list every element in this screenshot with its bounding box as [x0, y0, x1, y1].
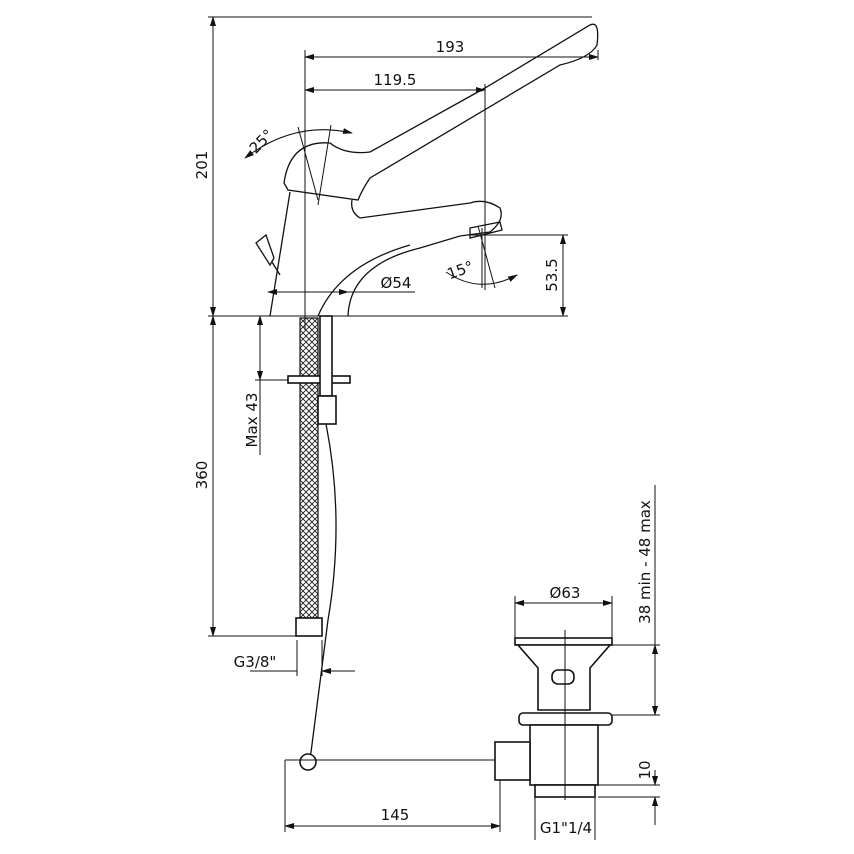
- dim-193: 193: [436, 38, 465, 56]
- dim-201: 201: [193, 151, 211, 180]
- dim-diameter-54: Ø54: [381, 274, 412, 292]
- dim-15-deg: 15°: [445, 257, 476, 283]
- dim-10: 10: [636, 760, 654, 779]
- extension-lines: [208, 16, 660, 840]
- dim-g1-1-4: G1"1/4: [540, 819, 592, 837]
- dim-25-deg: 25°: [246, 126, 278, 158]
- dim-145: 145: [381, 806, 410, 824]
- dim-max-43: Max 43: [243, 393, 261, 448]
- dim-g3-8: G3/8": [234, 653, 277, 671]
- dim-119-5: 119.5: [374, 71, 417, 89]
- dim-diameter-63: Ø63: [550, 584, 581, 602]
- dim-38-48: 38 min - 48 max: [636, 500, 654, 624]
- dimension-labels: 193 119.5 25° 201 15° 53.5 Ø54 Max 43 36…: [193, 38, 654, 837]
- pop-up-drain: [494, 630, 613, 800]
- faucet-body: [255, 23, 599, 317]
- supply-hose: [285, 315, 500, 771]
- dim-53-5: 53.5: [543, 258, 561, 291]
- dim-360: 360: [193, 461, 211, 490]
- dimension-lines: [210, 16, 658, 829]
